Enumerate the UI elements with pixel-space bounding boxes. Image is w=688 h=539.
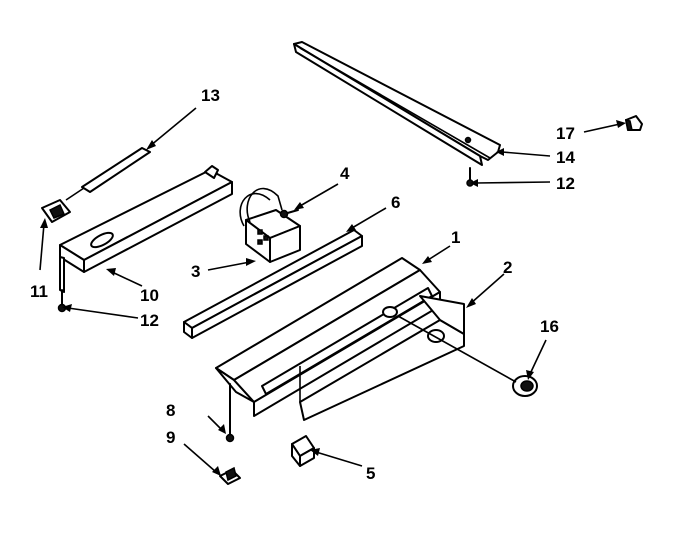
callout-12-left: 12 — [140, 311, 159, 330]
part-3-switch-assembly — [239, 187, 301, 263]
callout-labels: 1 2 3 4 5 6 8 9 10 11 12 12 13 14 16 17 — [30, 86, 575, 483]
callout-8: 8 — [166, 401, 175, 420]
part-11-bracket-clip — [41, 199, 71, 223]
part-16-knob — [512, 375, 538, 397]
part-10-left-bracket — [59, 165, 233, 293]
part-9-foot — [219, 466, 241, 485]
callout-6: 6 — [391, 193, 400, 212]
callout-4: 4 — [340, 164, 350, 183]
callout-16: 16 — [540, 317, 559, 336]
callout-11: 11 — [30, 282, 48, 301]
callout-13: 13 — [201, 86, 220, 105]
part-14-mounting-rail — [293, 41, 501, 166]
callout-9: 9 — [166, 428, 175, 447]
callout-3: 3 — [191, 262, 200, 281]
part-2-bottom-panel — [299, 295, 465, 421]
part-1-main-housing — [215, 257, 441, 417]
part-4-screw — [279, 209, 299, 219]
callout-10: 10 — [140, 286, 159, 305]
part-5-connector — [291, 435, 315, 467]
leader-lines — [39, 107, 626, 476]
callout-5: 5 — [366, 464, 375, 483]
part-6-strip — [183, 229, 363, 339]
callout-12-right: 12 — [556, 174, 575, 193]
part-8-screw — [225, 383, 235, 443]
part-17-clip — [625, 115, 643, 131]
callout-1: 1 — [451, 228, 460, 247]
callout-14: 14 — [556, 148, 575, 167]
part-13-probe — [65, 147, 151, 201]
callout-2: 2 — [503, 258, 512, 277]
callout-17: 17 — [556, 124, 575, 143]
